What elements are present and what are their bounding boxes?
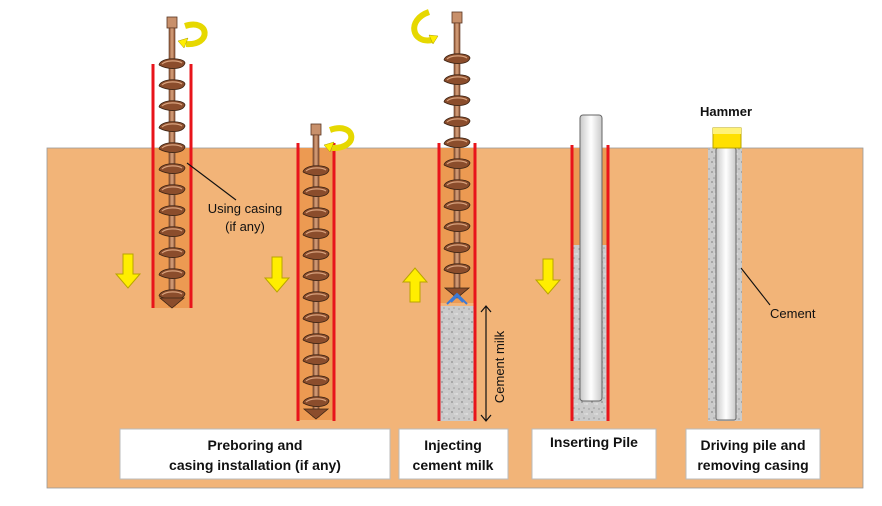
svg-text:casing installation (if any): casing installation (if any)	[169, 457, 341, 473]
cement-milk-side-label: Cement milk	[492, 330, 507, 403]
svg-text:Inserting Pile: Inserting Pile	[550, 434, 638, 450]
step1b-bore	[263, 123, 355, 421]
hammer-label: Hammer	[700, 104, 752, 119]
auger-2	[302, 123, 330, 420]
rotation-arrow-icon	[184, 21, 208, 48]
auger-1	[158, 16, 186, 309]
caption-step-4: Driving pile and removing casing	[685, 428, 821, 480]
step3-inserting	[534, 114, 610, 421]
up-arrow-icon	[401, 267, 429, 303]
step4-driving: Hammer Cement	[700, 104, 816, 421]
down-arrow-icon	[114, 253, 142, 289]
step2-injecting: Cement milk	[401, 9, 507, 422]
using-casing-label: Using casing	[208, 201, 282, 216]
svg-text:removing casing: removing casing	[697, 457, 808, 473]
spray-icon	[446, 292, 468, 305]
rotation-arrow-icon	[411, 9, 433, 44]
driven-pile	[715, 147, 737, 421]
cement-milk-fill	[440, 306, 474, 421]
svg-text:Injecting: Injecting	[424, 437, 482, 453]
down-arrow-icon	[263, 256, 291, 293]
auger-3	[443, 11, 471, 299]
caption-step-2: Injecting cement milk	[398, 428, 509, 480]
rotation-arrow-icon	[329, 125, 355, 152]
caption-step-3: Inserting Pile	[531, 428, 657, 480]
precast-pile	[579, 114, 603, 402]
caption-step-1: Preboring and casing installation (if an…	[119, 428, 391, 480]
svg-text:Driving pile and: Driving pile and	[700, 437, 805, 453]
svg-text:Preboring and: Preboring and	[208, 437, 303, 453]
down-arrow-icon	[534, 258, 562, 295]
cement-leader	[740, 267, 771, 306]
casing-leader	[186, 162, 237, 201]
step1-bore	[114, 16, 208, 309]
svg-text:cement milk: cement milk	[413, 457, 494, 473]
cement-label: Cement	[770, 306, 816, 321]
using-casing-sub-label: (if any)	[225, 219, 265, 234]
